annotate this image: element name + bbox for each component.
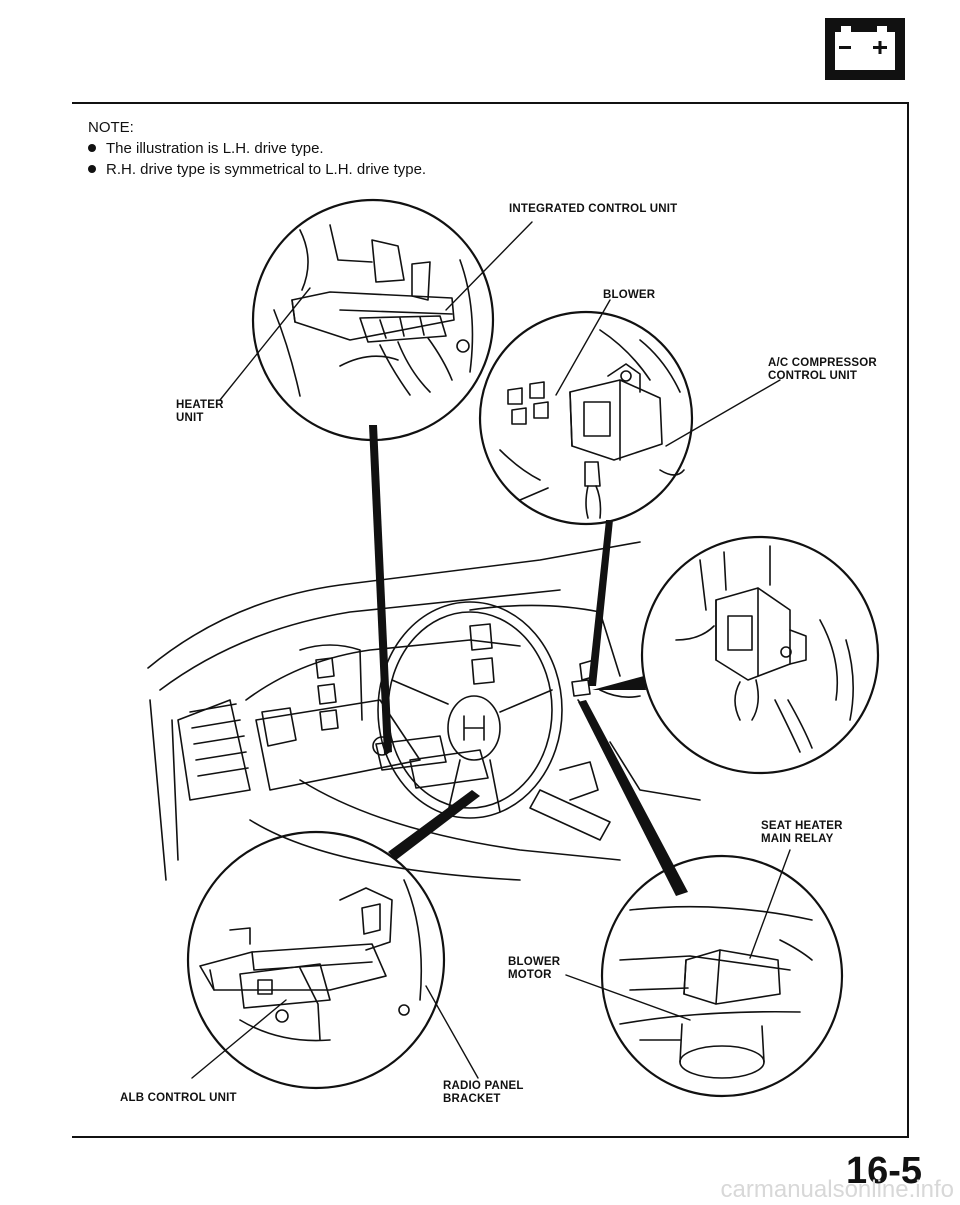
label-radio-panel-bracket: RADIO PANEL BRACKET	[443, 1080, 524, 1105]
bullet-icon	[88, 165, 96, 174]
seat-heater-relay-detail-circle	[640, 535, 880, 775]
page-frame	[72, 102, 909, 1138]
page-number: 16-5	[845, 1150, 922, 1192]
label-seat-heater-main-relay: SEAT HEATER MAIN RELAY	[761, 820, 843, 845]
ac-compressor-control-unit-detail-circle	[478, 310, 694, 526]
watermark: carmanualsonline.info	[720, 1176, 954, 1203]
battery-icon	[825, 18, 905, 80]
label-ac-compressor-control-unit: A/C COMPRESSOR CONTROL UNIT	[768, 357, 877, 382]
connector-pointers	[369, 425, 688, 896]
label-blower-motor: BLOWER MOTOR	[508, 956, 561, 981]
label-heater-unit: HEATER UNIT	[176, 399, 224, 424]
note-block: NOTE: The illustration is L.H. drive typ…	[88, 117, 426, 180]
bullet-icon	[88, 144, 96, 153]
integrated-control-unit-detail-circle	[251, 198, 495, 442]
alb-control-unit-detail-circle	[186, 830, 446, 1090]
note-heading: NOTE:	[88, 119, 134, 136]
note-item: R.H. drive type is symmetrical to L.H. d…	[88, 159, 426, 180]
leader-lines	[191, 221, 791, 1079]
note-item: The illustration is L.H. drive type.	[88, 138, 426, 159]
label-alb-control-unit: ALB CONTROL UNIT	[120, 1092, 237, 1104]
blower-motor-detail-circle	[600, 854, 844, 1098]
label-blower: BLOWER	[603, 289, 656, 301]
label-integrated-control-unit: INTEGRATED CONTROL UNIT	[509, 203, 678, 215]
